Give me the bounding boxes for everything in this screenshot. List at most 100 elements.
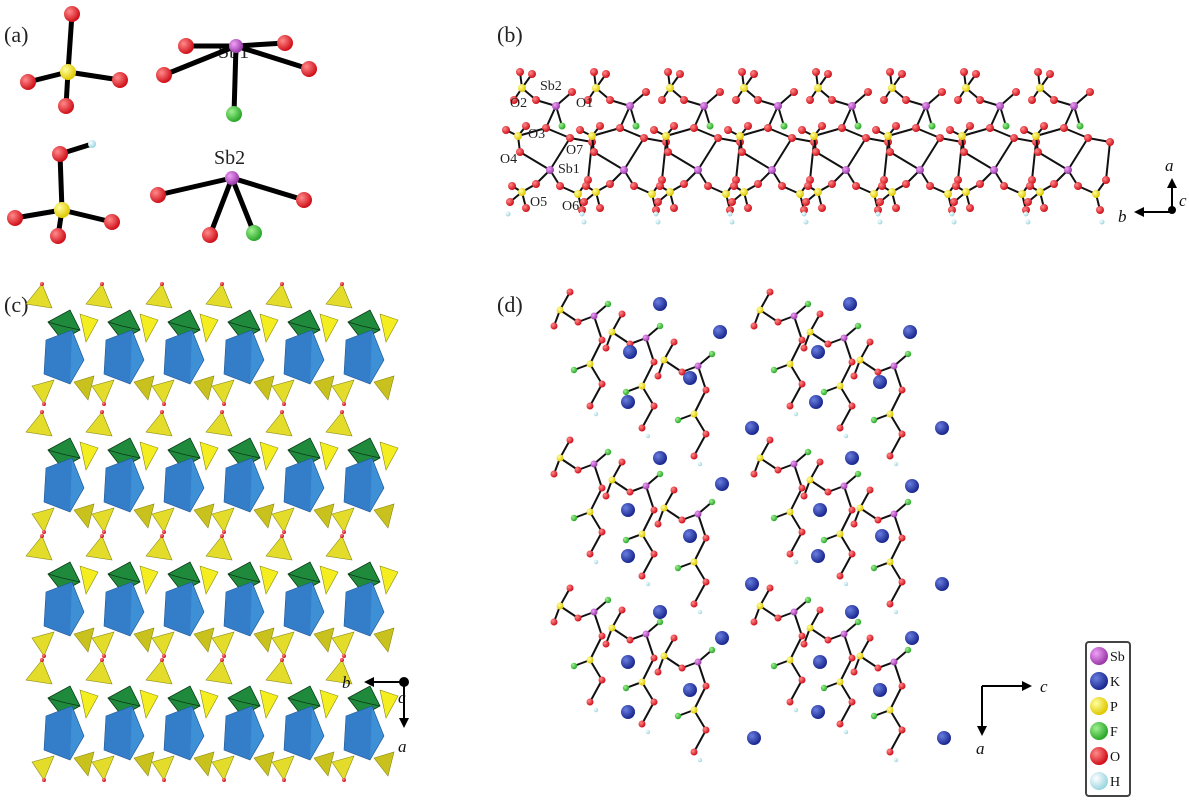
bond xyxy=(517,127,547,137)
phosphorus-atom xyxy=(810,132,818,140)
po4-tetrahedron xyxy=(259,565,279,595)
po4-tetrahedron xyxy=(259,313,279,343)
oxygen-atom xyxy=(220,282,224,286)
oxygen-atom xyxy=(502,126,510,134)
fluorine-atom xyxy=(770,662,778,670)
oxygen-atom xyxy=(618,458,626,466)
hydrogen-atom xyxy=(793,411,799,417)
oxygen-atom xyxy=(510,96,518,104)
oxygen-atom xyxy=(64,6,80,22)
antimony-atom xyxy=(890,658,898,666)
axes-b: a b c xyxy=(1118,156,1187,226)
po4-tetrahedron xyxy=(205,659,233,685)
oxygen-atom xyxy=(1086,88,1094,96)
bond xyxy=(589,363,603,385)
oxygen-atom xyxy=(774,614,782,622)
bond xyxy=(1063,105,1075,129)
oxygen-atom xyxy=(342,402,346,406)
oxygen-atom xyxy=(816,458,824,466)
phosphorus-atom xyxy=(586,360,594,368)
oxygen-atom xyxy=(220,410,224,414)
oxygen-atom xyxy=(638,720,646,728)
fluorine-atom xyxy=(674,564,682,572)
bond xyxy=(693,537,707,563)
phosphorus-atom xyxy=(886,410,894,418)
oxygen-atom xyxy=(1050,180,1058,188)
po4-tetrahedron xyxy=(73,375,95,401)
oxygen-atom xyxy=(340,534,344,538)
bond xyxy=(619,105,631,129)
bond xyxy=(789,363,803,385)
oxygen-atom xyxy=(52,146,68,162)
oxygen-atom xyxy=(848,550,856,558)
legend-swatch-f xyxy=(1090,722,1108,740)
oxygen-atom xyxy=(702,726,710,734)
po4-tetrahedron xyxy=(319,565,339,595)
phosphorus-atom xyxy=(592,188,600,196)
oxygen-atom xyxy=(652,206,660,214)
phosphorus-atom xyxy=(814,188,822,196)
oxygen-atom xyxy=(664,68,672,76)
antimony-atom xyxy=(916,166,924,174)
potassium-atom xyxy=(813,503,827,517)
oxygen-atom xyxy=(824,636,832,644)
phosphorus-atom xyxy=(756,454,764,462)
bond xyxy=(767,105,779,129)
po4-tetrahedron xyxy=(313,627,335,653)
hydrogen-atom xyxy=(729,219,735,225)
oxygen-atom xyxy=(670,634,678,642)
po4-tetrahedron xyxy=(193,751,215,777)
po4-tetrahedron xyxy=(319,313,339,343)
oxygen-atom xyxy=(1050,96,1058,104)
phosphorus-atom xyxy=(806,476,814,484)
hydrogen-atom xyxy=(877,219,883,225)
oxygen-atom xyxy=(812,68,820,76)
oxygen-atom xyxy=(566,288,574,296)
po4-tetrahedron xyxy=(193,503,215,529)
oxygen-atom xyxy=(282,654,286,658)
potassium-atom xyxy=(715,631,729,645)
bond xyxy=(893,513,903,539)
oxygen-atom xyxy=(848,698,856,706)
phosphorus-atom xyxy=(54,202,70,218)
phosphorus-atom xyxy=(666,188,674,196)
antimony-atom xyxy=(642,482,650,490)
bond xyxy=(893,365,903,391)
phosphorus-atom xyxy=(1036,188,1044,196)
po4-tetrahedron xyxy=(139,441,159,471)
oxygen-atom xyxy=(606,96,614,104)
panel-c: (c) b a c xyxy=(4,282,409,782)
oxygen-atom xyxy=(160,534,164,538)
oxygen-atom xyxy=(40,534,44,538)
po4-tetrahedron xyxy=(73,627,95,653)
oxygen-atom xyxy=(656,182,664,190)
label-o6: O6 xyxy=(562,199,579,214)
oxygen-atom xyxy=(102,654,106,658)
hydrogen-atom xyxy=(645,433,651,439)
antimony-atom xyxy=(700,102,708,110)
oxygen-atom xyxy=(898,386,906,394)
label-o7: O7 xyxy=(566,143,583,158)
fluorine-atom xyxy=(770,514,778,522)
oxygen-atom xyxy=(342,654,346,658)
phosphorus-atom xyxy=(786,656,794,664)
bond xyxy=(735,141,741,181)
po4-tetrahedron xyxy=(133,751,155,777)
antimony-atom xyxy=(848,102,856,110)
phosphorus-atom xyxy=(518,188,526,196)
bond xyxy=(759,605,779,619)
oxygen-atom xyxy=(598,676,606,684)
bond xyxy=(809,331,829,345)
oxygen-atom xyxy=(848,506,856,514)
fluorine-atom xyxy=(604,596,612,604)
antimony-atom xyxy=(694,510,702,518)
po4-tetrahedron xyxy=(313,751,335,777)
po4-tetrahedron xyxy=(253,375,275,401)
hydrogen-atom xyxy=(593,411,599,417)
oxygen-atom xyxy=(102,402,106,406)
label-o1: O1 xyxy=(576,96,593,111)
oxygen-atom xyxy=(222,530,226,534)
oxygen-atom xyxy=(654,372,662,380)
fluorine-atom xyxy=(656,618,664,626)
phosphorus-atom xyxy=(814,84,822,92)
